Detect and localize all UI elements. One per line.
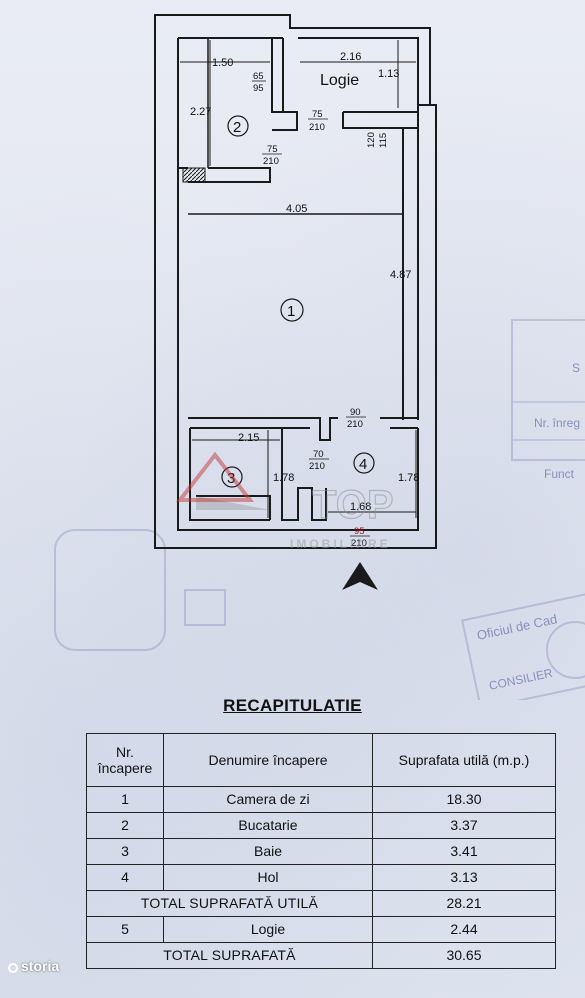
door-70-height: 210 xyxy=(309,461,325,472)
recap-title: RECAPITULATIE xyxy=(223,696,362,715)
dim-1-13: 1.13 xyxy=(378,68,399,80)
dim-2-15: 2.15 xyxy=(238,432,259,444)
total-label: TOTAL SUPRAFATĂ xyxy=(86,942,373,969)
room-circle-4 xyxy=(353,452,375,474)
inner-wall-left xyxy=(177,38,419,531)
table-row: 4 Hol 3.13 xyxy=(86,864,556,891)
room-circle-3 xyxy=(221,466,243,488)
door-marks: 65 95 75 210 75 210 120 115 90 210 70 21… xyxy=(252,71,389,549)
bath-tub xyxy=(196,495,271,520)
stamp-ghost xyxy=(54,529,166,651)
watermark-sub: IMOBILIARE xyxy=(290,537,391,551)
background-stamps xyxy=(54,319,585,700)
floor-plan: Oficiul de Cad CONSILIER Nr. înreg Funct… xyxy=(54,14,585,700)
door-65-height: 95 xyxy=(253,83,264,94)
row-area: 2.44 xyxy=(372,916,556,943)
dim-1-78-hall: 1.78 xyxy=(398,472,419,484)
stamp-box xyxy=(511,319,585,461)
row-name: Baie xyxy=(163,838,373,865)
kitchen-hatch xyxy=(182,167,206,183)
row-name: Camera de zi xyxy=(163,786,373,813)
header-suprafata: Suprafata utilă (m.p.) xyxy=(372,733,556,787)
total-util-area: 28.21 xyxy=(372,890,556,917)
inner-wall-top-logie xyxy=(298,37,419,100)
room-circle-1 xyxy=(280,298,304,322)
total-row: TOTAL SUPRAFATĂ 30.65 xyxy=(86,942,556,969)
door-95-width: 95 xyxy=(354,526,365,537)
room-circle-2 xyxy=(227,115,249,137)
logie-corner xyxy=(417,104,436,128)
bath-hall-divider xyxy=(281,428,327,521)
row-name: Bucatarie xyxy=(163,812,373,839)
stamp-text-s: S xyxy=(572,361,580,375)
table-row: 3 Baie 3.41 xyxy=(86,838,556,865)
dim-1-68: 1.68 xyxy=(350,501,371,513)
walls xyxy=(154,14,437,549)
storia-icon xyxy=(8,963,18,973)
row-area: 3.13 xyxy=(372,864,556,891)
stamp-circle xyxy=(546,621,585,679)
door-90-width: 90 xyxy=(350,407,361,418)
watermark-logo: TOP IMOBILIARE xyxy=(175,451,394,551)
stamp-text-funct: Funct xyxy=(544,467,575,481)
total-util-row: TOTAL SUPRAFATĂ UTILĂ 28.21 xyxy=(86,890,556,917)
door-75b-height: 210 xyxy=(263,156,279,167)
row-name: Hol xyxy=(163,864,373,891)
storia-text: storia xyxy=(21,958,60,974)
row-nr: 5 xyxy=(86,916,164,943)
storia-logo: storia xyxy=(8,958,59,974)
total-area: 30.65 xyxy=(372,942,556,969)
door-70-width: 70 xyxy=(313,449,324,460)
entry-arrow-icon xyxy=(342,562,378,590)
door-120-width: 120 xyxy=(366,132,377,148)
column-kitchen xyxy=(271,38,298,131)
living-bottom-wall xyxy=(188,417,418,441)
row-nr: 2 xyxy=(86,812,164,839)
logie-window-wall xyxy=(342,100,419,129)
room-label-logie: Logie xyxy=(320,72,359,89)
row-area: 18.30 xyxy=(372,786,556,813)
watermark-brand: TOP xyxy=(312,483,394,527)
stamp-text-nr-inreg: Nr. înreg xyxy=(534,416,580,430)
table-row: 2 Bucatarie 3.37 xyxy=(86,812,556,839)
dimension-lines xyxy=(180,40,417,518)
row-area: 3.37 xyxy=(372,812,556,839)
dim-4-05: 4.05 xyxy=(286,203,307,215)
row-name: Logie xyxy=(163,916,373,943)
row-nr: 1 xyxy=(86,786,164,813)
room-label-2: 2 xyxy=(233,119,241,136)
door-75a-width: 75 xyxy=(312,109,323,120)
recap-table: Nr. încapere Denumire încapere Suprafata… xyxy=(86,733,556,969)
door-65-width: 65 xyxy=(253,71,264,82)
room-label-1: 1 xyxy=(287,303,295,320)
dim-1-50: 1.50 xyxy=(212,57,233,69)
stamp-rect xyxy=(460,590,585,700)
stamp-ghost xyxy=(184,589,226,626)
row-nr: 3 xyxy=(86,838,164,865)
table-header-row: Nr. încapere Denumire încapere Suprafata… xyxy=(86,733,556,787)
total-util-label: TOTAL SUPRAFATĂ UTILĂ xyxy=(86,890,373,917)
door-95-height: 210 xyxy=(351,538,367,549)
watermark-house-icon xyxy=(175,451,255,502)
bath-inner xyxy=(189,428,270,521)
dim-4-87: 4.87 xyxy=(390,269,411,281)
row-area: 3.41 xyxy=(372,838,556,865)
dim-2-27: 2.27 xyxy=(190,106,211,118)
stamp-texts: Oficiul de Cad CONSILIER Nr. înreg Funct… xyxy=(476,361,581,693)
door-75a-height: 210 xyxy=(309,122,325,133)
door-90-height: 210 xyxy=(347,419,363,430)
outer-wall xyxy=(154,14,437,549)
stamp-text-consilier: CONSILIER xyxy=(488,666,555,693)
room-label-4: 4 xyxy=(359,456,367,473)
row-nr: 4 xyxy=(86,864,164,891)
dim-2-16: 2.16 xyxy=(340,51,361,63)
door-120-height: 115 xyxy=(378,133,389,148)
header-nr: Nr. încapere xyxy=(86,733,164,787)
table-row: 5 Logie 2.44 xyxy=(86,916,556,943)
door-75b-width: 75 xyxy=(267,144,278,155)
header-denumire: Denumire încapere xyxy=(163,733,373,787)
dim-1-78-bath: 1.78 xyxy=(273,472,294,484)
table-row: 1 Camera de zi 18.30 xyxy=(86,786,556,813)
